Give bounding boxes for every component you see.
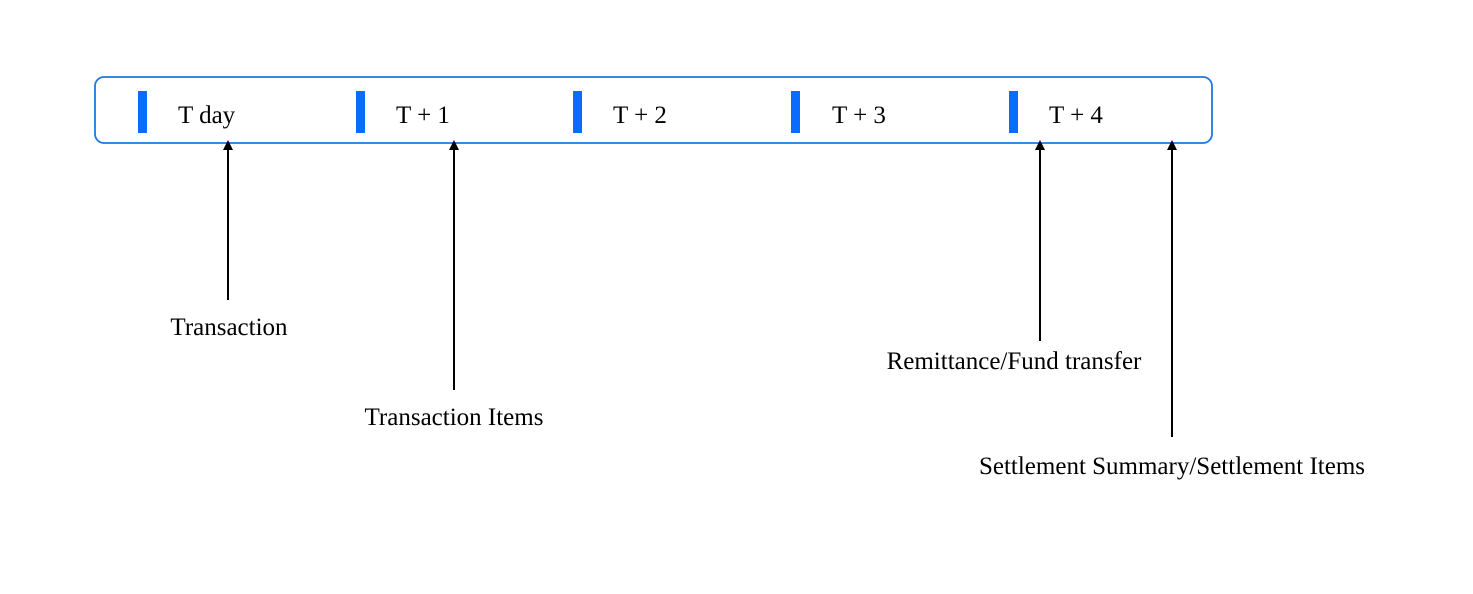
- event-label-transaction: Transaction: [170, 314, 288, 341]
- day-label-t-plus-4: T + 4: [1049, 102, 1103, 129]
- event-label-remittance: Remittance/Fund transfer: [887, 348, 1142, 375]
- day-marker-t-plus-3: [791, 91, 800, 133]
- day-label-t-plus-1: T + 1: [396, 102, 450, 129]
- day-marker-t-plus-1: [356, 91, 365, 133]
- day-marker-t-day: [138, 91, 147, 133]
- timeline-bar: [94, 76, 1213, 144]
- event-label-transaction-items: Transaction Items: [365, 404, 544, 431]
- day-label-t-day: T day: [178, 102, 236, 129]
- day-label-t-plus-2: T + 2: [613, 102, 667, 129]
- day-label-t-plus-3: T + 3: [832, 102, 886, 129]
- event-label-settlement: Settlement Summary/Settlement Items: [979, 453, 1365, 480]
- day-marker-t-plus-2: [573, 91, 582, 133]
- day-marker-t-plus-4: [1009, 91, 1018, 133]
